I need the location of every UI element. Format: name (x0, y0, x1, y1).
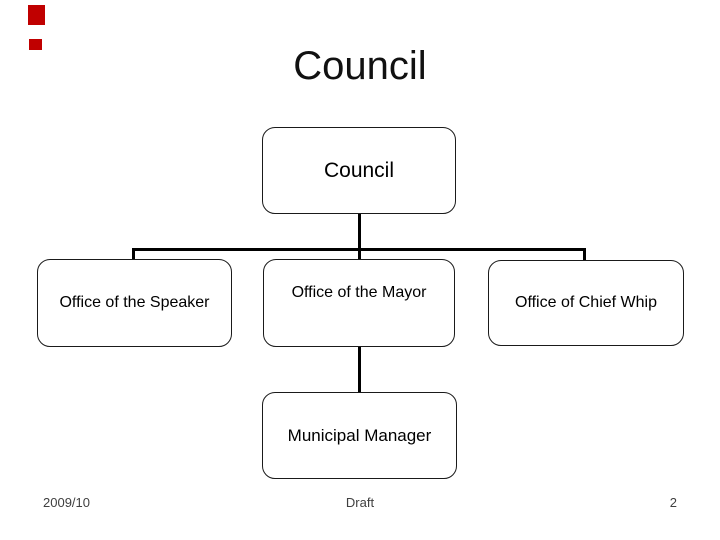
connector-horizontal-line (132, 248, 586, 251)
connector-mayor-to-manager (358, 347, 361, 392)
org-node-council-label: Council (323, 158, 395, 182)
org-node-mayor-label: Office of the Mayor (291, 284, 427, 301)
slide-title: Council (293, 44, 427, 88)
org-node-office-of-the-speaker: Office of the Speaker (37, 259, 232, 347)
red-accent-decoration-top (28, 5, 45, 25)
org-node-municipal-manager: Municipal Manager (262, 392, 457, 479)
connector-stub-speaker (132, 248, 135, 260)
org-node-speaker-label: Office of the Speaker (59, 294, 210, 311)
org-node-chief-whip-label: Office of Chief Whip (515, 294, 657, 311)
org-node-office-of-the-mayor: Office of the Mayor (263, 259, 455, 347)
footer-date: 2009/10 (43, 495, 90, 510)
footer-page-number: 2 (669, 495, 677, 510)
connector-stub-chief-whip (583, 248, 586, 261)
org-node-council: Council (262, 127, 456, 214)
org-node-office-of-chief-whip: Office of Chief Whip (488, 260, 684, 346)
red-accent-decoration-bottom (29, 39, 42, 50)
org-node-municipal-manager-label: Municipal Manager (287, 425, 432, 445)
connector-council-to-row (358, 214, 361, 260)
footer-status-draft: Draft (345, 495, 375, 510)
